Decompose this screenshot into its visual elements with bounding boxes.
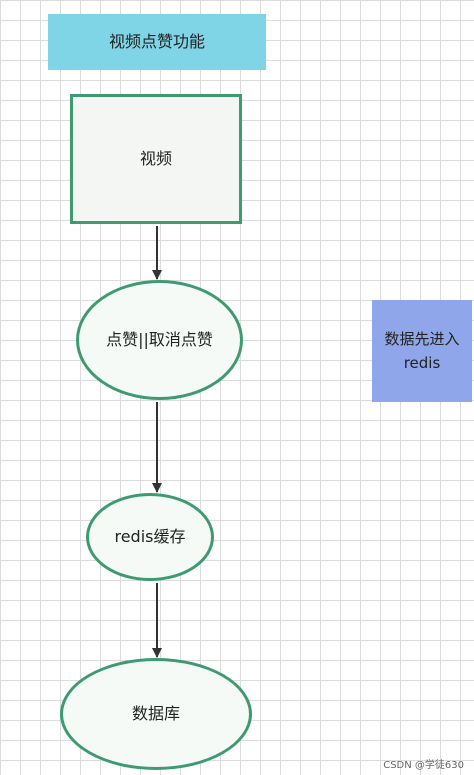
video-node: 视频 — [70, 94, 242, 224]
redis-cache-node: redis缓存 — [86, 493, 214, 581]
note-box: 数据先进入 redis — [372, 300, 472, 402]
video-node-label: 视频 — [139, 149, 172, 169]
note-line-2: redis — [403, 354, 441, 372]
redis-cache-node-label: redis缓存 — [114, 527, 186, 547]
like-node-label: 点赞||取消点赞 — [106, 330, 213, 350]
diagram-title: 视频点赞功能 — [48, 14, 266, 70]
database-node: 数据库 — [60, 658, 252, 770]
diagram-title-text: 视频点赞功能 — [108, 32, 205, 52]
like-node: 点赞||取消点赞 — [76, 280, 243, 400]
note-line-1: 数据先进入 — [384, 330, 460, 348]
database-node-label: 数据库 — [131, 704, 180, 724]
watermark: CSDN @学徒630 — [383, 760, 464, 771]
